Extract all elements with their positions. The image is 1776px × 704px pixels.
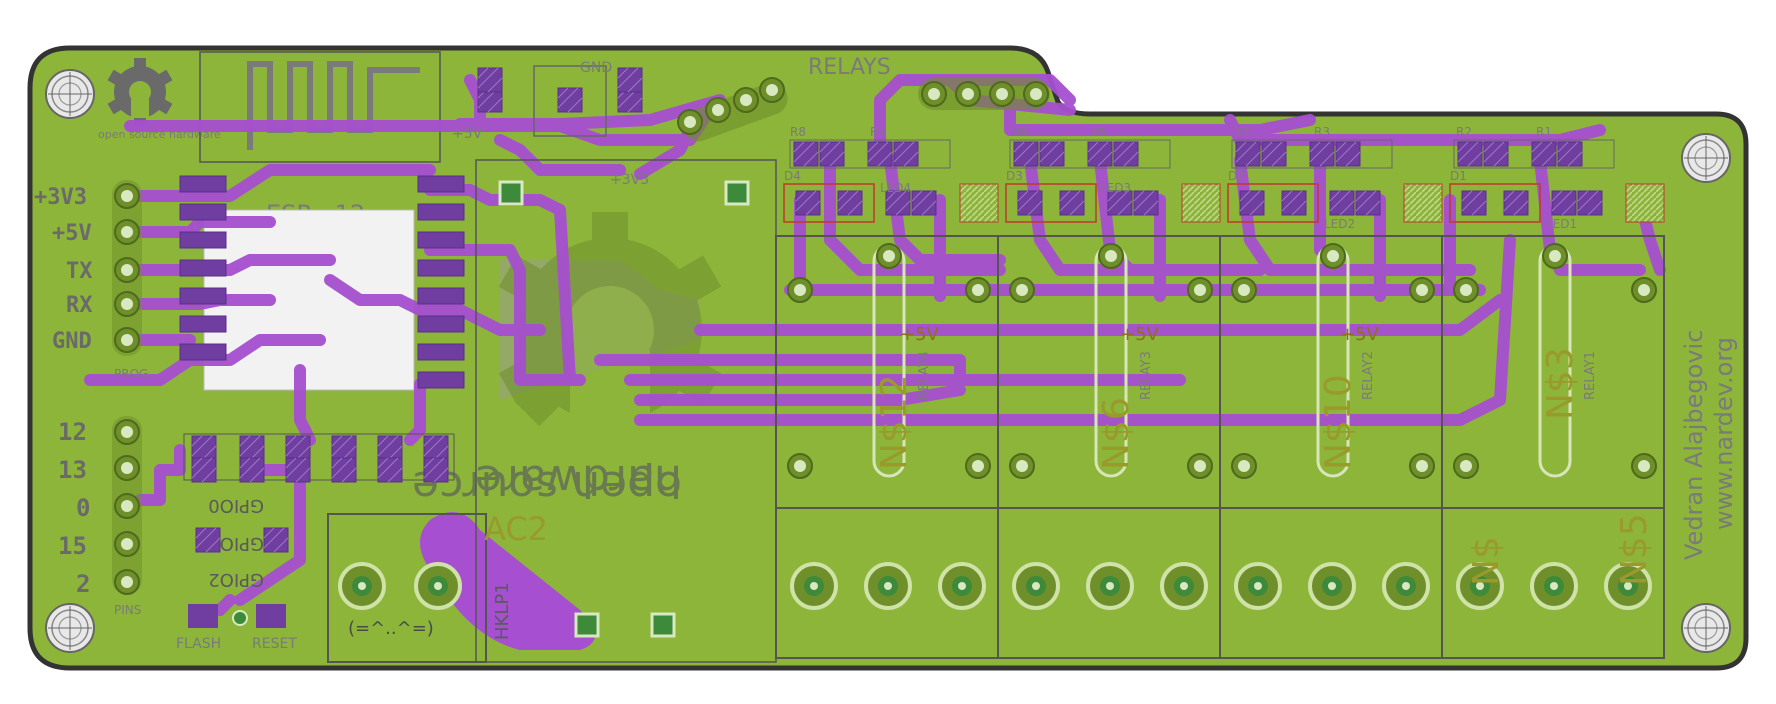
pin-label-tx: TX bbox=[66, 259, 93, 284]
relays-header bbox=[918, 78, 1050, 110]
pin-label-5v: +5V bbox=[52, 221, 92, 246]
led-label-3: LED3 bbox=[1100, 181, 1131, 195]
pin-label-2: 2 bbox=[76, 570, 90, 598]
mounting-hole-icon bbox=[45, 69, 95, 119]
hklp-trace bbox=[420, 512, 595, 650]
pin-label-3v3: +3V3 bbox=[34, 185, 87, 210]
relay-code-2: N$10 bbox=[1318, 374, 1359, 470]
regulator-outline bbox=[533, 65, 607, 137]
relay-name-3: RELAY3 bbox=[1139, 351, 1154, 400]
v5-label: +5V bbox=[452, 126, 483, 142]
gpio15-pad bbox=[195, 527, 221, 553]
gear-logo-icon bbox=[107, 58, 173, 126]
button-pads bbox=[188, 604, 286, 628]
header-prog bbox=[112, 180, 142, 356]
smd-row bbox=[183, 433, 455, 483]
face-text: (=^..^=) bbox=[348, 618, 434, 639]
relay-code-4: N$12 bbox=[874, 374, 915, 470]
resistor-label-r5: R5 bbox=[1090, 125, 1106, 139]
diode-label-d1: D1 bbox=[1450, 169, 1467, 183]
regulator-header bbox=[677, 77, 788, 142]
resistor-label-r7: R7 bbox=[870, 125, 886, 139]
regulator-pad bbox=[617, 67, 643, 93]
diode-label-d3: D3 bbox=[1006, 169, 1023, 183]
prog-label: PROG bbox=[114, 367, 148, 381]
mounting-hole-icon bbox=[1681, 603, 1731, 653]
resistor-label-r6: R6 bbox=[1012, 125, 1028, 139]
ac-label: AC2 bbox=[484, 510, 548, 548]
relay-name-2: RELAY2 bbox=[1361, 351, 1376, 400]
relay-code-1: N$3 bbox=[1540, 347, 1581, 420]
relay-name-4: RELAY4 bbox=[917, 351, 932, 400]
diode-label-d4: D4 bbox=[784, 169, 801, 183]
header-pins bbox=[112, 416, 142, 595]
gpio-label-2: GPIO2 bbox=[208, 569, 264, 590]
led-label-1: LED1 bbox=[1546, 217, 1577, 231]
pin-label-15: 15 bbox=[58, 532, 87, 560]
rail-label-2: +5V bbox=[1120, 324, 1160, 345]
gpio-label-0: GPIO0 bbox=[208, 495, 264, 516]
hklp-label: HKLP1 bbox=[492, 582, 513, 640]
reset-label: RESET bbox=[252, 636, 297, 652]
diode-label-d2: D2 bbox=[1228, 169, 1245, 183]
resistor-label-r1: R1 bbox=[1536, 125, 1552, 139]
terminal-code-a: N$ bbox=[1466, 536, 1507, 586]
hklp-pad bbox=[498, 180, 750, 638]
flash-label: FLASH bbox=[176, 636, 221, 652]
mounting-hole-icon bbox=[1681, 133, 1731, 183]
ac-pad bbox=[338, 562, 386, 610]
author-label: Vedran Alajbegovic bbox=[1680, 330, 1708, 560]
rail-label-1: +5V bbox=[900, 324, 940, 345]
led-label-4: LED4 bbox=[880, 181, 911, 195]
resistors bbox=[789, 139, 1615, 169]
resistor-label-r8: R8 bbox=[790, 125, 806, 139]
website-label: www.nardev.org bbox=[1710, 337, 1738, 530]
relays-label: RELAYS bbox=[808, 55, 891, 80]
rail-label-3: +5V bbox=[1340, 324, 1380, 345]
hklp-block-outline bbox=[475, 159, 777, 663]
v33-label: +3V3 bbox=[610, 172, 649, 188]
relay-code-3: N$6 bbox=[1096, 397, 1137, 470]
regulator-pad bbox=[477, 67, 503, 93]
pins-label: PINS bbox=[114, 603, 141, 617]
pin-label-13: 13 bbox=[58, 456, 87, 484]
ac-block-outline bbox=[327, 513, 487, 663]
esp-module-outline bbox=[199, 51, 441, 163]
led-label-2: LED2 bbox=[1324, 217, 1355, 231]
pin-label-12: 12 bbox=[58, 418, 87, 446]
diodes-leds bbox=[783, 183, 1665, 223]
oshw-large-line2: hardware bbox=[475, 455, 682, 506]
resistor-label-r2: R2 bbox=[1456, 125, 1472, 139]
oshw-large-line1: open source bbox=[412, 461, 682, 512]
relay-name-1: RELAY1 bbox=[1583, 351, 1598, 400]
esp-pads bbox=[179, 175, 465, 389]
terminal-code-b: N$5 bbox=[1614, 513, 1655, 586]
pin-label-rx: RX bbox=[66, 293, 93, 318]
gpio15-pad bbox=[263, 527, 289, 553]
resistor-label-r4: R4 bbox=[1234, 125, 1250, 139]
pin-label-0: 0 bbox=[76, 494, 90, 522]
pin-label-gnd: GND bbox=[52, 329, 92, 354]
ac-pad bbox=[414, 562, 462, 610]
resistor-label-r3: R3 bbox=[1314, 125, 1330, 139]
mounting-hole-icon bbox=[45, 603, 95, 653]
regulator-pad bbox=[557, 87, 583, 113]
gnd-label: GND bbox=[580, 60, 612, 76]
